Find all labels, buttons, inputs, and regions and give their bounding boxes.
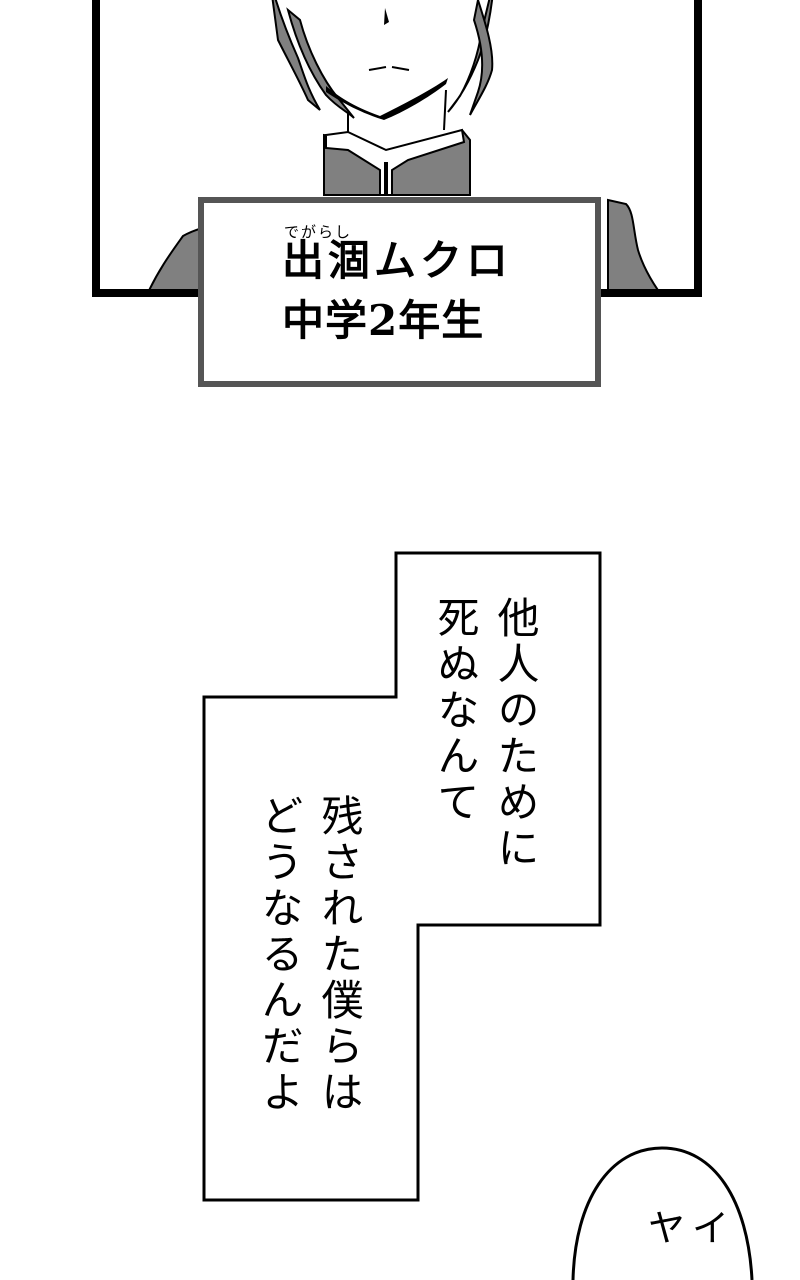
narration-line-4: どうなるんだよ xyxy=(255,794,304,1116)
character-nameplate: でがらし 出涸ムクロ 中学2年生 xyxy=(198,197,601,387)
narration-line-1: 他人のために xyxy=(491,596,540,872)
speech-bubble-text: イヤ xyxy=(641,1208,729,1248)
narration-line-3: 残された僕らは xyxy=(315,794,364,1116)
character-name: 出涸ムクロ xyxy=(282,236,513,285)
character-grade: 中学2年生 xyxy=(282,296,485,345)
name-ruby-reading: でがらし xyxy=(284,223,353,241)
character-illustration xyxy=(148,0,659,289)
narration-line-2: 死ぬなんて xyxy=(431,596,480,826)
